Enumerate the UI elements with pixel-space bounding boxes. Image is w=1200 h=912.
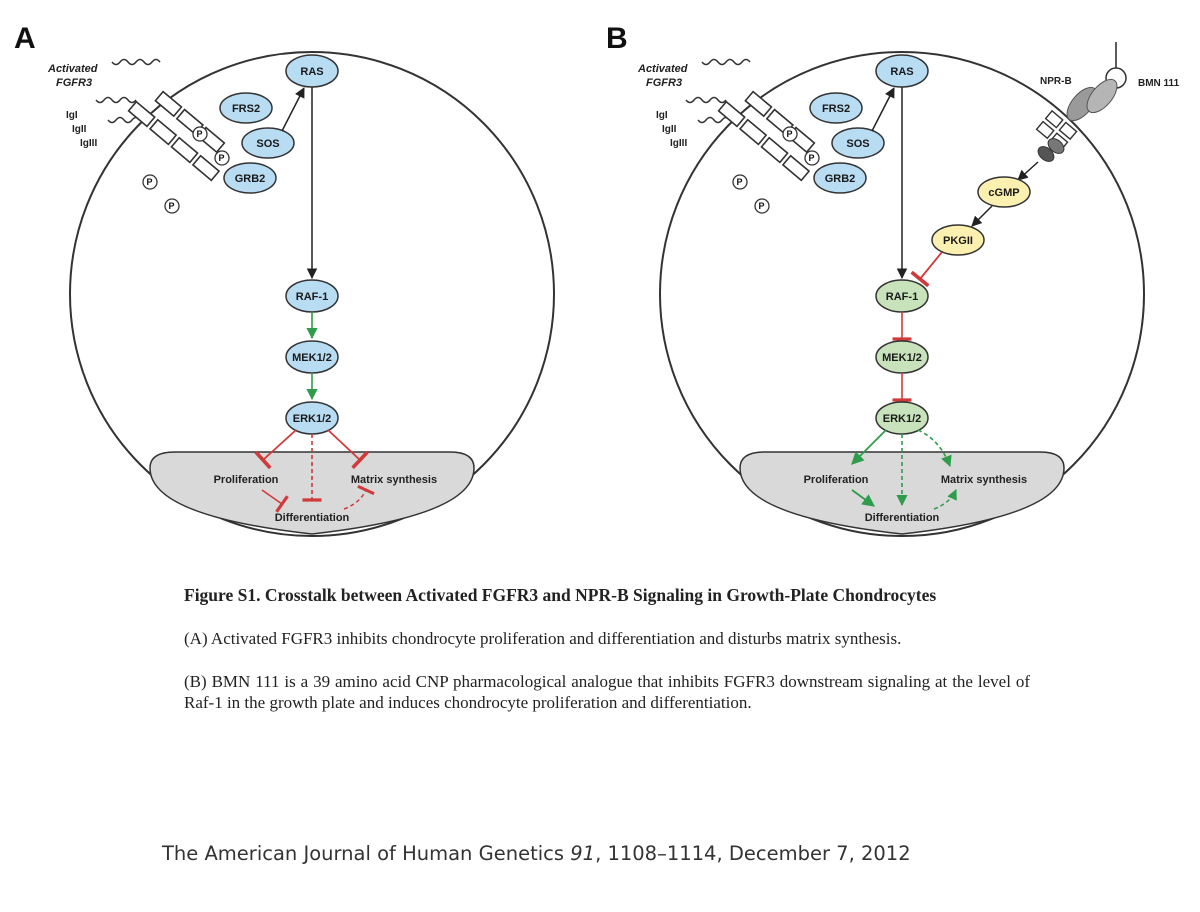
citation-volume: 91 <box>570 842 596 865</box>
proliferation-label-a: Proliferation <box>214 474 279 486</box>
caption-paragraph-a: (A) Activated FGFR3 inhibits chondrocyte… <box>184 629 902 648</box>
node-frs2-b: FRS2 <box>809 92 863 124</box>
node-mek-a: MEK1/2 <box>285 340 339 374</box>
npr-to-cgmp-arrow <box>1017 161 1039 181</box>
receptor-label-b1: Activated <box>637 63 688 75</box>
erk-label-a: ERK1/2 <box>293 413 332 425</box>
node-sos-b: SOS <box>831 127 885 159</box>
mek-label-a: MEK1/2 <box>292 352 332 364</box>
node-mek-b: MEK1/2 <box>875 340 929 374</box>
panel-b: B Activated FGFR3 IgI IgII IgIII P <box>606 22 1180 537</box>
node-raf1-b: RAF-1 <box>875 279 929 313</box>
proliferation-label-b: Proliferation <box>804 474 869 486</box>
pkgii-label: PKGII <box>943 235 973 247</box>
phospho-label-b4: P <box>759 201 765 211</box>
node-erk-b: ERK1/2 <box>875 401 929 435</box>
receptor-label-a1: Activated <box>47 63 98 75</box>
erk-inhibits-proliferation-a <box>254 429 297 470</box>
domain-label-b1: IgI <box>656 110 668 121</box>
phospho-label-a1: P <box>197 129 203 139</box>
erk-to-proliferation-b <box>851 429 887 465</box>
phospho-label-b2: P <box>809 153 815 163</box>
phospho-label-a3: P <box>147 177 153 187</box>
ras-label-a: RAS <box>300 66 323 78</box>
domain-label-a2: IgII <box>72 124 87 135</box>
erk-label-b: ERK1/2 <box>883 413 922 425</box>
node-ras-a: RAS <box>285 54 339 88</box>
pkg-inhibits-raf-b <box>910 251 943 288</box>
caption-paragraph-b: (B) BMN 111 is a 39 amino acid CNP pharm… <box>184 672 1030 712</box>
figure-caption: Figure S1. Crosstalk between Activated F… <box>184 584 1030 713</box>
citation-details: , 1108–1114, December 7, 2012 <box>595 842 911 865</box>
grb2-label-a: GRB2 <box>235 173 266 185</box>
proliferation-to-differentiation-a <box>261 489 289 513</box>
caption-title: Figure S1. Crosstalk between Activated F… <box>184 585 937 605</box>
npr-b-receptor: NPR-B BMN 111 <box>1035 42 1180 162</box>
cell-membrane-b <box>659 51 1145 537</box>
domain-label-b3: IgIII <box>670 138 687 149</box>
npr-b-label: NPR-B <box>1040 76 1072 87</box>
domain-label-b2: IgII <box>662 124 677 135</box>
bmn111-label: BMN 111 <box>1138 78 1180 89</box>
frs2-label-a: FRS2 <box>232 103 260 115</box>
panel-a: A Activated FGFR3 IgI IgII IgIII P <box>14 22 555 537</box>
node-grb2-b: GRB2 <box>813 162 867 194</box>
sos-label-b: SOS <box>846 138 869 150</box>
panel-a-letter: A <box>14 22 36 55</box>
panel-b-letter: B <box>606 22 628 55</box>
sos-label-a: SOS <box>256 138 279 150</box>
differentiation-label-b: Differentiation <box>865 512 940 524</box>
cgmp-label: cGMP <box>988 187 1019 199</box>
fgfr3-receptor-b: Activated FGFR3 IgI IgII IgIII P P P <box>637 58 820 214</box>
raf1-label-a: RAF-1 <box>296 291 328 303</box>
differentiation-to-matrix-b <box>933 489 957 510</box>
cgmp-to-pkg-arrow <box>971 205 993 227</box>
raf1-label-b: RAF-1 <box>886 291 918 303</box>
receptor-label-b2: FGFR3 <box>646 77 682 89</box>
node-sos-a: SOS <box>241 127 295 159</box>
fgfr3-receptor-a: Activated FGFR3 IgI IgII IgIII P P P <box>47 58 230 214</box>
cell-membrane-a <box>69 51 555 537</box>
receptor-label-a2: FGFR3 <box>56 77 92 89</box>
sos-to-ras-arrow-a <box>281 87 305 132</box>
domain-label-a1: IgI <box>66 110 78 121</box>
node-frs2-a: FRS2 <box>219 92 273 124</box>
proliferation-to-differentiation-b <box>851 489 876 507</box>
ras-label-b: RAS <box>890 66 913 78</box>
phospho-label-a4: P <box>169 201 175 211</box>
node-pkgii: PKGII <box>931 224 985 256</box>
frs2-label-b: FRS2 <box>822 103 850 115</box>
erk-to-matrix-b <box>917 429 952 468</box>
node-erk-a: ERK1/2 <box>285 401 339 435</box>
journal-citation: The American Journal of Human Genetics 9… <box>162 842 1122 865</box>
node-raf1-a: RAF-1 <box>285 279 339 313</box>
differentiation-to-matrix-a <box>343 484 375 510</box>
domain-label-a3: IgIII <box>80 138 97 149</box>
matrix-label-b: Matrix synthesis <box>941 474 1027 486</box>
matrix-label-a: Matrix synthesis <box>351 474 437 486</box>
sos-to-ras-arrow-b <box>871 87 895 132</box>
phospho-label-b3: P <box>737 177 743 187</box>
node-ras-b: RAS <box>875 54 929 88</box>
grb2-label-b: GRB2 <box>825 173 856 185</box>
node-grb2-a: GRB2 <box>223 162 277 194</box>
differentiation-label-a: Differentiation <box>275 512 350 524</box>
erk-inhibits-matrix-a <box>327 429 369 470</box>
mek-label-b: MEK1/2 <box>882 352 922 364</box>
citation-journal: The American Journal of Human Genetics <box>162 842 565 865</box>
phospho-label-b1: P <box>787 129 793 139</box>
phospho-label-a2: P <box>219 153 225 163</box>
node-cgmp: cGMP <box>977 176 1031 208</box>
